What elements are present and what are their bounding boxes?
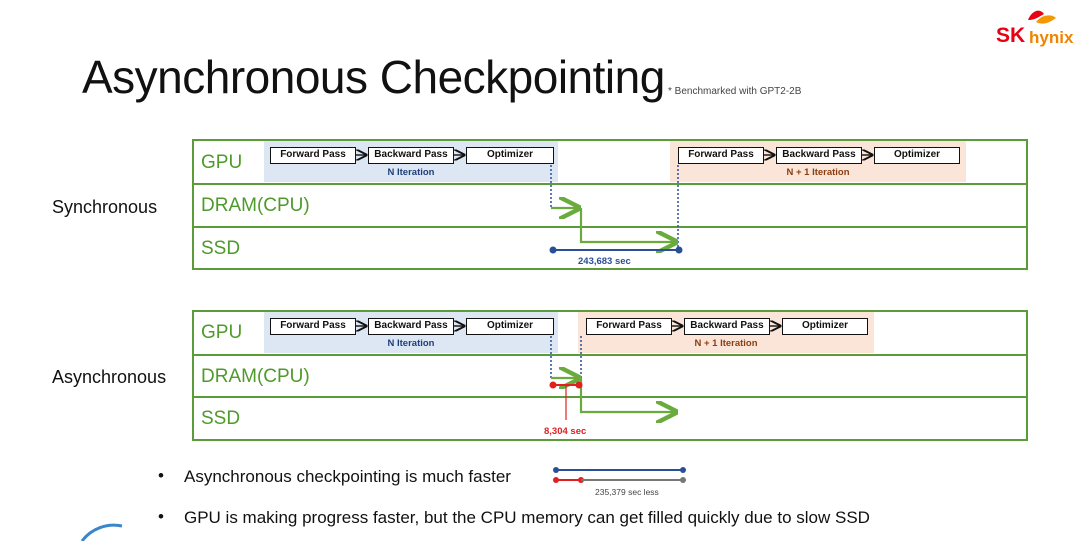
difference-label: 235,379 sec less — [595, 487, 659, 497]
backward-pass-box: Backward Pass — [684, 318, 770, 335]
forward-pass-box: Forward Pass — [586, 318, 672, 335]
async-measure-line — [549, 381, 583, 420]
lane-dram: DRAM(CPU) — [201, 366, 310, 387]
backward-pass-box: Backward Pass — [776, 147, 862, 164]
async-duration-label: 8,304 sec — [544, 426, 587, 437]
butterfly-icon — [1028, 10, 1056, 24]
sync-measure-line — [549, 246, 683, 254]
divider — [192, 396, 1028, 398]
backward-pass-box: Backward Pass — [368, 318, 454, 335]
logo-sk-text: SK — [996, 24, 1026, 47]
n1-iteration-label: N + 1 Iteration — [694, 338, 758, 349]
sk-hynix-logo: SK hynix — [996, 4, 1076, 52]
decorative-arc — [80, 523, 123, 541]
optimizer-box: Optimizer — [466, 318, 554, 335]
n-iteration-label: N Iteration — [387, 338, 435, 349]
optimizer-box: Optimizer — [466, 147, 554, 164]
optimizer-box: Optimizer — [782, 318, 868, 335]
bullet-dot: • — [158, 466, 164, 485]
lane-ssd: SSD — [201, 408, 241, 429]
sync-duration-label: 243,683 sec — [578, 256, 631, 267]
optimizer-box: Optimizer — [874, 147, 960, 164]
divider — [192, 354, 1028, 356]
divider — [192, 183, 1028, 185]
bullet-text: Asynchronous checkpointing is much faste… — [184, 467, 511, 486]
benchmark-note: * Benchmarked with GPT2-2B — [668, 86, 802, 97]
step-arrows — [356, 155, 872, 326]
asynchronous-label: Asynchronous — [52, 367, 167, 387]
forward-pass-box: Forward Pass — [678, 147, 764, 164]
forward-pass-box: Forward Pass — [270, 318, 356, 335]
lane-dram: DRAM(CPU) — [201, 195, 310, 216]
slide-title: Asynchronous Checkpointing — [82, 51, 665, 103]
comparison-lines — [553, 467, 686, 483]
dotted-guides — [550, 165, 679, 412]
backward-pass-box: Backward Pass — [368, 147, 454, 164]
forward-pass-box: Forward Pass — [270, 147, 356, 164]
lane-gpu: GPU — [201, 152, 243, 173]
bullet-dot: • — [158, 507, 164, 526]
checkpoint-arrows — [551, 208, 676, 412]
asynchronous-panel — [192, 310, 1028, 441]
bullet-text: GPU is making progress faster, but the C… — [184, 508, 870, 527]
divider — [192, 226, 1028, 228]
lane-gpu: GPU — [201, 322, 243, 343]
synchronous-label: Synchronous — [52, 197, 158, 217]
n1-iteration-label: N + 1 Iteration — [786, 167, 850, 178]
n-iteration-label: N Iteration — [387, 167, 435, 178]
lane-ssd: SSD — [201, 238, 241, 259]
logo-hynix-text: hynix — [1029, 28, 1074, 47]
synchronous-panel — [192, 139, 1028, 270]
